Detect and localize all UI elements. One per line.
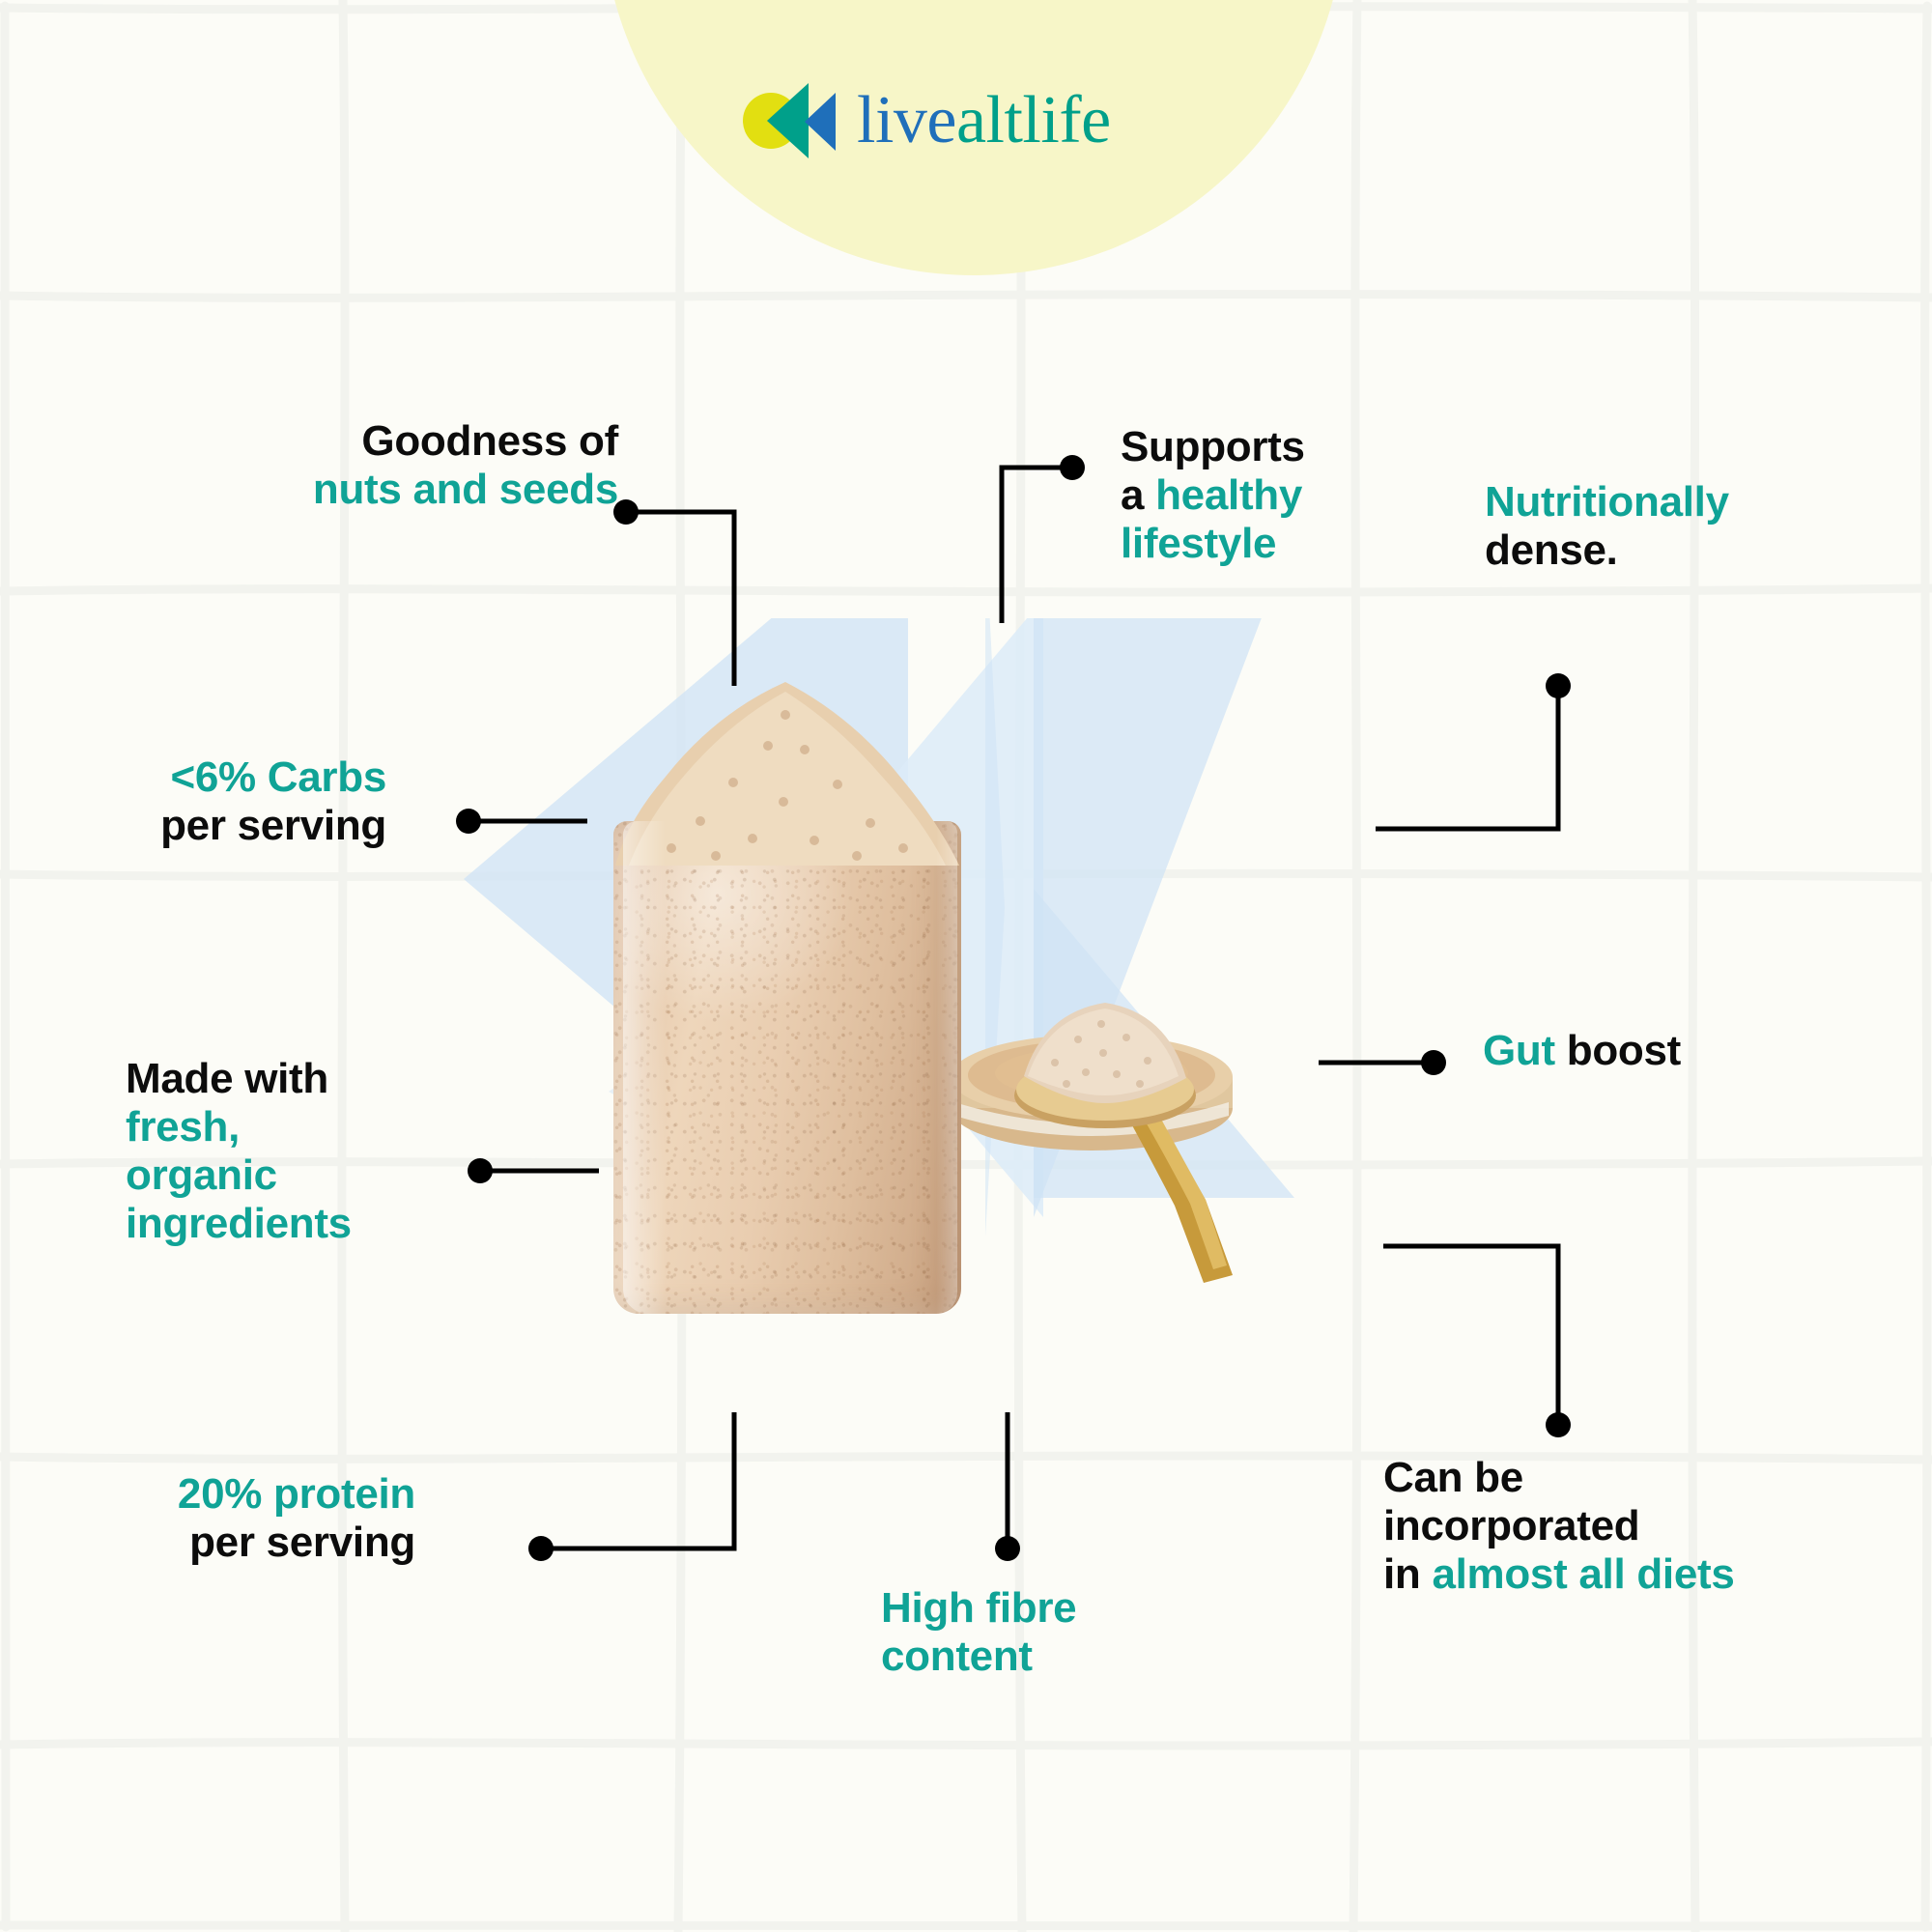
product-image xyxy=(367,618,1294,1507)
powder-mound xyxy=(615,682,959,866)
callout-high-fibre-content: High fibre content xyxy=(881,1584,1190,1681)
callout-line: Can be xyxy=(1383,1454,1523,1501)
callout-accent: almost all diets xyxy=(1432,1550,1735,1599)
logo-wordmark: livealtlife xyxy=(857,87,1111,155)
connector-dot xyxy=(528,1536,554,1561)
callout-line: incorporated xyxy=(1383,1502,1640,1550)
callout-supports-a-healthy-lifestyle: Supports a healthy lifestyle xyxy=(1121,423,1410,568)
callout-gut-boost: Gut boost xyxy=(1483,1027,1773,1075)
powder-jar xyxy=(613,676,961,1314)
callout-text: a xyxy=(1121,471,1156,520)
callout-line: nuts and seeds xyxy=(312,466,618,514)
jar-glass-highlight xyxy=(623,821,666,1314)
connector-dot xyxy=(995,1536,1020,1561)
callout-goodness-of-nuts-and-seeds: Goodness of nuts and seeds xyxy=(174,417,618,514)
jar-glass-edge xyxy=(936,821,957,1314)
callout-can-be-incorporated-in-almost-all-diets: Can be incorporated in almost all diets xyxy=(1383,1454,1837,1599)
callout-line: Supports xyxy=(1121,423,1305,470)
callout-text: in xyxy=(1383,1550,1433,1599)
logo-word-live: live xyxy=(857,83,956,157)
connector-dot xyxy=(1060,455,1085,480)
callout-line: Gut boost xyxy=(1483,1027,1773,1075)
callout-line: ingredients xyxy=(126,1200,352,1248)
callout-line: lifestyle xyxy=(1121,520,1277,568)
callout-line: per serving xyxy=(160,802,386,850)
callout-line: fresh, xyxy=(126,1103,241,1151)
jar-body xyxy=(613,821,961,1314)
callout-line: Goodness of xyxy=(361,417,618,465)
callout-line: Nutritionally xyxy=(1485,478,1729,526)
callout-line: a healthy xyxy=(1121,471,1410,520)
rewind-triangles-icon xyxy=(739,79,845,162)
callout-protein-per-serving: 20% protein per serving xyxy=(106,1470,415,1567)
callout-accent: Gut xyxy=(1483,1027,1567,1074)
callout-line: High fibre xyxy=(881,1584,1077,1632)
callout-line: dense. xyxy=(1485,526,1618,575)
callout-line: in almost all diets xyxy=(1383,1550,1837,1599)
callout-line: <6% Carbs xyxy=(170,753,386,801)
callout-line: content xyxy=(881,1633,1033,1681)
callout-line: organic xyxy=(126,1151,277,1200)
callout-made-with-fresh-organic-ingredients: Made with fresh, organic ingredients xyxy=(126,1055,425,1249)
connector-dot xyxy=(1421,1050,1446,1075)
callout-line: Made with xyxy=(126,1055,328,1102)
connector-dot xyxy=(1546,673,1571,698)
callout-carbs-per-serving: <6% Carbs per serving xyxy=(87,753,386,850)
logo-word-altlife: altlife xyxy=(955,83,1111,157)
connector-dot xyxy=(1546,1412,1571,1437)
brand-logo[interactable]: livealtlife xyxy=(739,79,1111,162)
callout-nutritionally-dense: Nutritionally dense. xyxy=(1485,478,1813,575)
gold-spoon-with-powder xyxy=(1014,1003,1233,1283)
callout-line: 20% protein xyxy=(177,1470,415,1518)
callout-line: per serving xyxy=(189,1519,415,1567)
callout-accent: healthy xyxy=(1155,471,1303,520)
callout-text: boost xyxy=(1566,1027,1682,1074)
